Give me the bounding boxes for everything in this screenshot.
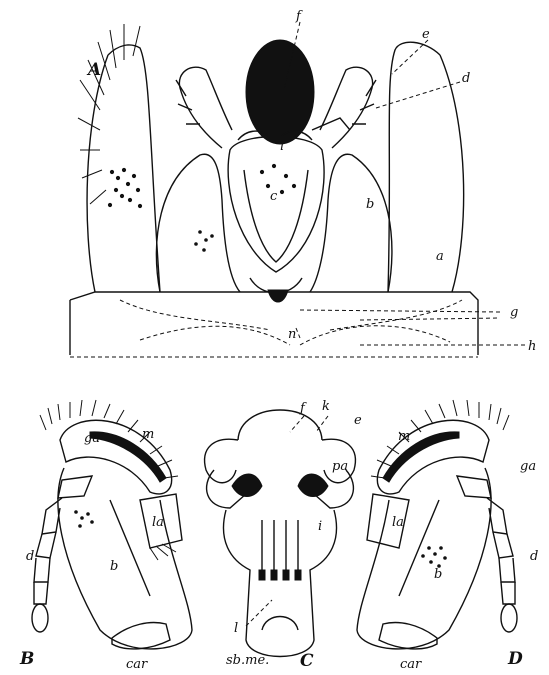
label-c-pa: pa [332, 459, 348, 474]
label-a-d: d [462, 71, 470, 86]
panel-label-a: A [86, 60, 101, 80]
label-a-g: g [510, 305, 518, 320]
panel-a-leaders [284, 22, 500, 338]
label-c-k: k [322, 399, 330, 414]
label-c-e: e [354, 413, 362, 428]
panel-d-drawing [357, 400, 517, 649]
label-b-la: la [152, 515, 164, 530]
label-b-car: car [126, 657, 148, 672]
label-c-f: f [299, 401, 307, 416]
label-d-b: b [434, 567, 442, 582]
label-b-ga: ga [84, 431, 100, 446]
label-a-h: h [528, 339, 536, 354]
panel-label-b: B [19, 649, 34, 669]
label-c-l: l [234, 621, 238, 636]
label-a-e: e [422, 27, 430, 42]
label-a-f: f [295, 9, 303, 24]
panel-c-drawing [205, 410, 356, 657]
label-d-m: m [398, 429, 410, 444]
label-d-d: d [530, 549, 538, 564]
label-d-ga: ga [520, 459, 536, 474]
label-a-a: a [436, 249, 444, 264]
label-b-b: b [110, 559, 118, 574]
panel-label-c: C [300, 651, 314, 671]
label-d-car: car [400, 657, 422, 672]
panel-label-d: D [507, 649, 523, 669]
label-c-i: i [318, 519, 322, 534]
label-d-la: la [392, 515, 404, 530]
label-b-m: m [142, 427, 154, 442]
label-a-n: n [288, 327, 296, 342]
label-b-d: d [26, 549, 34, 564]
panel-a-drawing [70, 24, 525, 357]
label-a-c: c [270, 189, 278, 204]
label-c-sbme: sb.me. [226, 653, 269, 668]
label-a-i: i [280, 139, 284, 154]
panel-b-drawing [32, 400, 192, 649]
label-a-b: b [366, 197, 374, 212]
